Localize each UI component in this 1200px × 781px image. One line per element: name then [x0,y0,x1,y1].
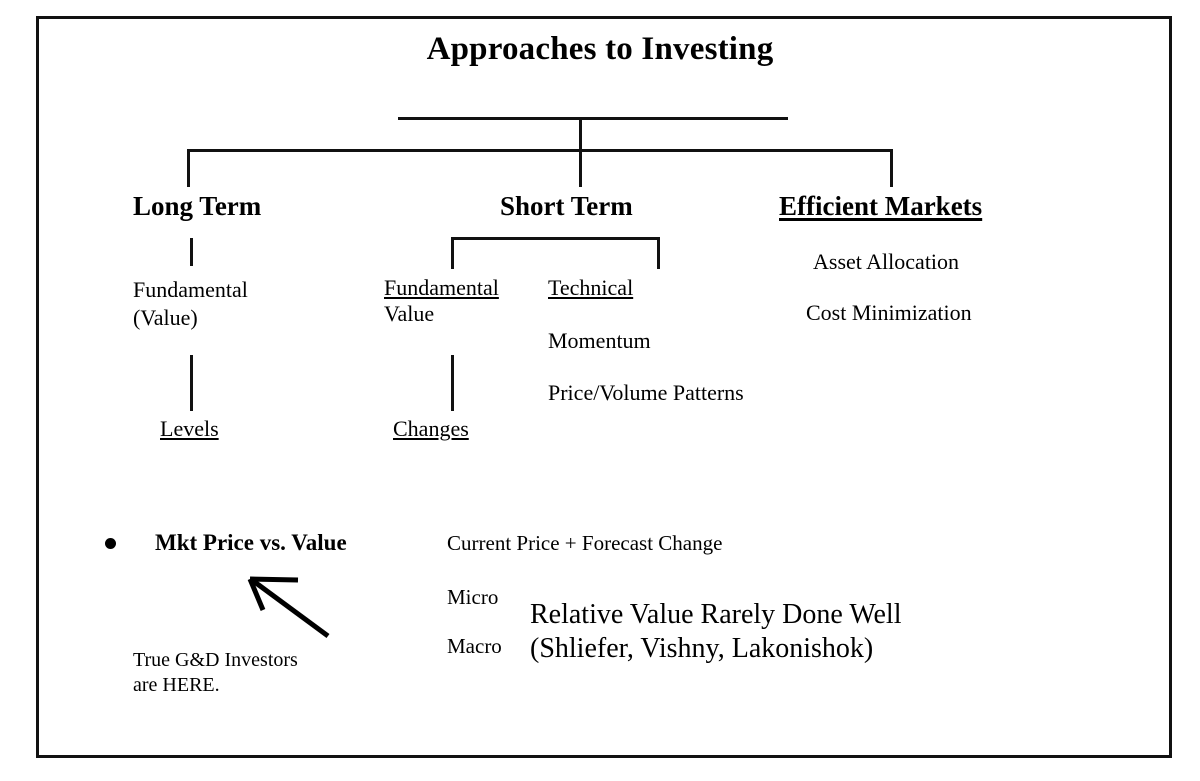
branch-heading-short-term: Short Term [500,191,633,221]
tree-center-stem [579,117,582,152]
long-term-levels: Levels [160,416,219,441]
footer-formula-current-price-forecast-change: Current Price + Forecast Change [447,531,723,555]
connector-fundamental-to-levels [190,355,193,411]
branch-heading-efficient-markets: Efficient Markets [779,191,983,221]
footer-scale-label-macro: Macro [447,634,502,658]
footer-callout-line-1: Relative Value Rarely Done Well [530,599,902,630]
efficient-markets-item-asset-allocation: Asset Allocation [813,249,960,274]
connector-fundamental-to-changes [451,355,454,411]
footer-bullet-item-label: Mkt Price vs. Value [155,530,347,555]
tree-top-horizontal-bar [398,117,788,120]
tree-drop-efficient-markets [890,149,893,187]
tree-branch-horizontal-bar [187,149,893,152]
short-term-technical-item-momentum: Momentum [548,328,651,353]
slide-border-frame [36,16,1172,758]
tree-drop-long-term [187,149,190,187]
tree-drop-short-term [579,149,582,187]
connector-long-term-to-fundamental [190,238,193,266]
short-term-technical-item-price-volume-patterns: Price/Volume Patterns [548,380,744,405]
long-term-fundamental-value: Fundamental (Value) [133,277,248,330]
arrow-icon [247,576,330,639]
footer-callout-line-2: (Shliefer, Vishny, Lakonishok) [530,633,874,664]
branch-heading-long-term: Long Term [133,191,262,221]
short-term-bracket-top [451,237,660,240]
short-term-bracket-right-drop [657,237,660,269]
short-term-fundamental-sub: Value [384,301,435,326]
short-term-bracket-left-drop [451,237,454,269]
footer-annotation-true-gd-investors: True G&D Investors are HERE. [133,649,298,696]
efficient-markets-item-cost-minimization: Cost Minimization [806,300,972,325]
bullet-point-marker [105,538,116,549]
short-term-technical-heading: Technical [548,275,634,300]
short-term-fundamental-heading: Fundamental [384,275,499,300]
slide-title: Approaches to Investing [426,31,774,67]
footer-scale-label-micro: Micro [447,585,499,609]
short-term-changes: Changes [393,416,469,441]
